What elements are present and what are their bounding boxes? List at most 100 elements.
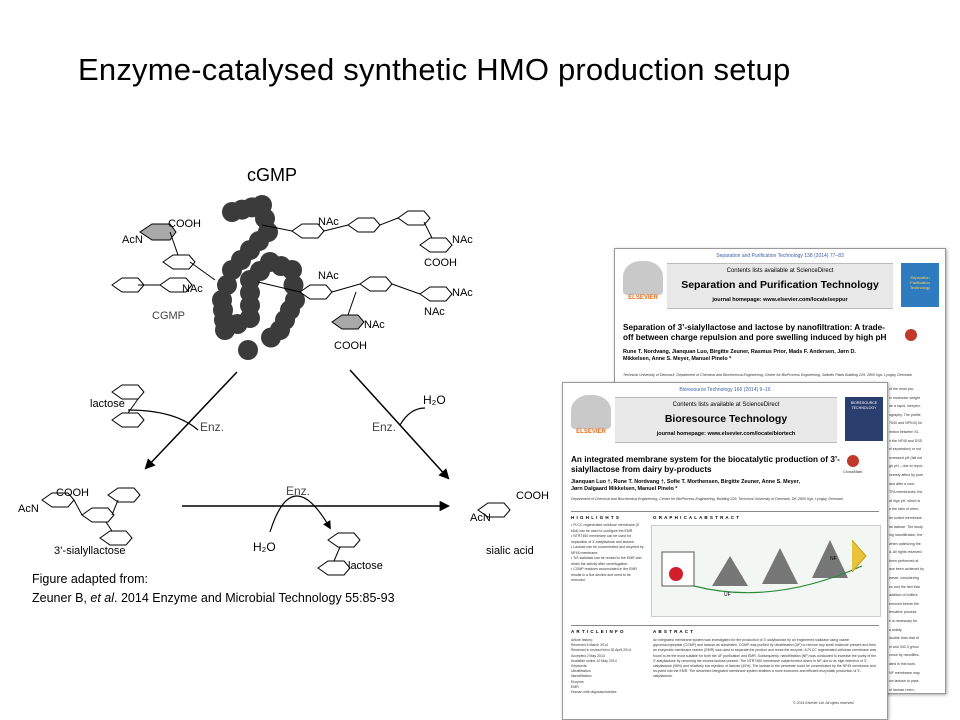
arrow-hydrolysis (349, 369, 450, 480)
body-line: at high pH, which is (889, 498, 921, 503)
peptide-bead (283, 275, 304, 295)
sialyllactose-label: 3’-sialyllactose (54, 545, 126, 557)
highlight-item: • Lactose can be concentrated and recycl… (571, 545, 644, 555)
nac-label: NAc (182, 283, 203, 295)
acnh-label: AcN (122, 234, 143, 246)
nac-label: NAc (364, 319, 385, 331)
water-bottom-label: H₂O (253, 540, 276, 554)
highlight-item: • TrS sialidase can be reused in the EMR… (571, 556, 642, 566)
divider (571, 625, 879, 626)
journal-banner: Contents lists available at ScienceDirec… (667, 263, 893, 309)
body-line: ography. The profile (889, 412, 921, 417)
elsevier-logo: ELSEVIER (569, 395, 613, 439)
body-line: ing nanofiltration, the (889, 533, 923, 538)
nac-label: NAc (318, 216, 339, 228)
body-line: of the most pro- (889, 387, 915, 391)
cgmp-inner-label: CGMP (152, 310, 185, 322)
galnac-ring-b (159, 277, 193, 293)
lactose-left-label: lactose (90, 398, 125, 410)
caption-line-1: Figure adapted from: (32, 572, 149, 586)
lactose-bottom-label: lactose (348, 560, 383, 572)
cgmp-glycan-rings (111, 210, 453, 330)
sialic-acid-structure (477, 502, 511, 518)
history-line: Available online 10 May 2014 (571, 658, 617, 663)
body-line: been performed at (889, 558, 919, 563)
divider (571, 511, 879, 512)
body-line: ter suited membrane (889, 515, 922, 520)
history-line: Accepted 2 May 2014 (571, 653, 605, 658)
ring-r5 (299, 284, 333, 300)
body-line: ternative process (889, 610, 917, 615)
body-line: tal lactose. The study (889, 524, 923, 529)
journal-banner: Contents lists available at ScienceDirec… (615, 397, 837, 443)
paper-authors: Rune T. Nordvang, Jianquan Luo, Birgitte… (623, 349, 856, 362)
body-line: addition of buffers (889, 593, 918, 598)
body-line: in molecular weight (889, 395, 920, 400)
body-line: crose by nanofiltra- (889, 653, 920, 658)
cooh-label: COOH (56, 487, 89, 499)
sialyllactose-structure (41, 487, 141, 546)
history-line: Human milk oligosaccharides (571, 690, 617, 695)
arrow-lactose-in (127, 409, 199, 431)
crossmark-label: CrossMark (843, 469, 863, 474)
arrow-water-in (399, 407, 426, 426)
crossmark-icon (847, 455, 859, 467)
cooh-label: COOH (424, 257, 457, 269)
lactose-bottom-structure (317, 532, 361, 576)
highlight-item: • CGMP residues accumulated in the EMR r… (571, 567, 637, 582)
body-line: NF membrane may (889, 670, 920, 675)
enzyme-label-left: Enz. (200, 420, 225, 434)
body-line: d. All rights reserved. (889, 550, 923, 555)
elsevier-tree-icon (571, 395, 611, 429)
nac-label: NAc (424, 306, 445, 318)
article-info-heading: A R T I C L E I N F O (571, 629, 625, 634)
history-line: Nanofiltration (571, 674, 592, 679)
body-line: TFA membranes, the (889, 490, 923, 495)
paper-affiliation: Department of Chemical and Biochemical E… (571, 497, 843, 501)
cooh-label: COOH (334, 340, 367, 352)
cgmp-top-label: cGMP (247, 165, 298, 185)
peptide-bead (282, 260, 302, 280)
history-line: Enzyme (571, 679, 584, 684)
peptide-bead (261, 327, 281, 348)
body-line: n the NF45 and DSS (889, 438, 923, 443)
crossmark-icon (905, 329, 917, 341)
abstract-text: An integrated membrane system was invest… (653, 638, 877, 679)
paper-title: Separation of 3’-sialyllactose and lacto… (623, 323, 887, 342)
caption-line-2: Zeuner B, et al. 2014 Enzyme and Microbi… (32, 591, 395, 605)
paper-title: An integrated membrane system for the bi… (571, 455, 840, 474)
lactose-left-structure (111, 384, 145, 428)
body-line: nl and 342.3 g/mol (889, 644, 919, 649)
acnh-label: AcN (18, 503, 39, 515)
paper-affiliation: Technical University of Denmark, Departm… (623, 373, 912, 377)
graphical-abstract-drawing (661, 539, 867, 594)
copyright: © 2014 Elsevier Ltd. All rights reserved… (793, 701, 855, 705)
nac-label: NAc (452, 234, 473, 246)
nac-label: NAc (452, 287, 473, 299)
body-line: and after a num- (889, 481, 916, 486)
slide-title: Enzyme-catalysed synthetic HMO productio… (78, 52, 791, 87)
highlights-list: • PLCC regenerated cellulose membrane (5… (571, 523, 645, 584)
body-line: gh pH – due to repul- (889, 464, 923, 469)
body-line: el separation) or not (889, 447, 921, 452)
body-line: wever, considering (889, 576, 919, 581)
body-line: when optimizing the (889, 541, 921, 546)
cooh-label: COOH (168, 218, 201, 230)
ring-r3 (397, 210, 431, 226)
history-line: Article history: (571, 638, 593, 642)
body-line: double than that of (889, 636, 919, 641)
journal-cover-image: Separation Purification Technology (901, 263, 939, 307)
elsevier-tree-icon (623, 261, 663, 295)
body-line: ew lactose to pass (889, 679, 919, 684)
body-line: a reality. (889, 627, 903, 632)
figure-caption: Figure adapted from: Zeuner B, et al. 20… (32, 570, 395, 608)
enzyme-label-right: Enz. (372, 420, 397, 434)
history-line: Received 6 March 2014 (571, 643, 608, 648)
journal-cover-image: BIORESOURCE TECHNOLOGY (845, 397, 883, 441)
nac-label: NAc (318, 270, 339, 282)
arrow-transsialylation (144, 371, 238, 470)
body-line: ated in this work. (889, 662, 916, 666)
body-line: ention between SL (889, 429, 919, 434)
